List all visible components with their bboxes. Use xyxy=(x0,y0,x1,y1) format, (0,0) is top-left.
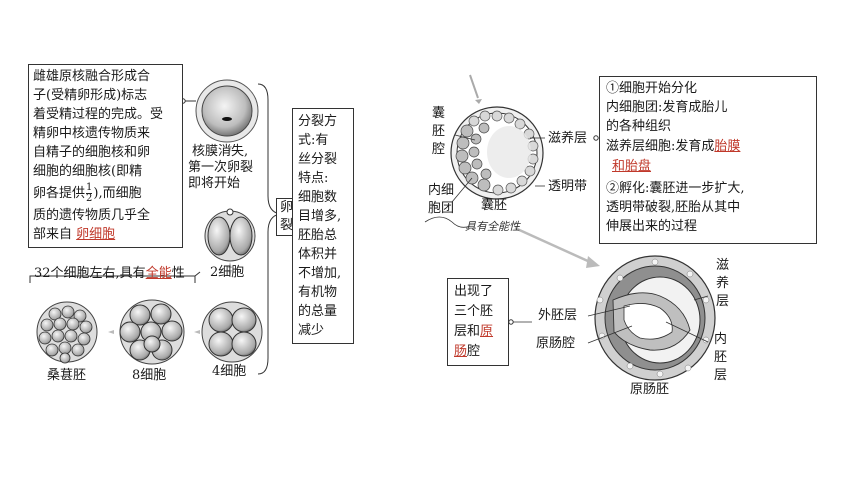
answer-fetal-membrane: 胎膜 xyxy=(714,139,741,154)
label-endoderm-1: 内 xyxy=(714,332,728,347)
label-4-cell: 4细胞 xyxy=(212,364,247,379)
fert-line-7b: ),而细胞 xyxy=(93,186,142,201)
gastrula-drawing xyxy=(594,255,716,381)
totipotent-note: 32个细胞左右,具有全能性 xyxy=(34,266,185,281)
label-8-cell: 8细胞 xyxy=(132,368,167,383)
label-ectoderm: 外胚层 xyxy=(538,308,578,323)
four-cell-embryo xyxy=(201,301,263,363)
nucleus-note-1: 核膜消失, xyxy=(192,144,249,159)
answer-totipotency: 全能 xyxy=(145,266,172,281)
fert-line-1: 雌雄原核融合形成合 xyxy=(33,69,151,84)
handwriting-stroke xyxy=(424,216,471,228)
label-blastocyst: 囊胚 xyxy=(481,198,508,213)
fert-line-4: 精卵中核遗传物质来 xyxy=(33,126,151,141)
label-blastocoel-3: 腔 xyxy=(432,142,446,157)
label-troph-g-1: 滋 xyxy=(716,258,730,273)
morula-bracket xyxy=(29,275,196,283)
cleavage-tag: 卵裂 xyxy=(276,198,296,236)
label-blastocoel-1: 囊 xyxy=(432,106,446,121)
label-troph-g-2: 养 xyxy=(716,276,730,291)
nucleus-note-2: 第一次卵裂 xyxy=(188,160,254,175)
label-endoderm-3: 层 xyxy=(714,368,728,383)
fert-line-7a: 卵各提供 xyxy=(33,186,86,201)
eight-cell-embryo xyxy=(119,299,185,365)
label-troph-g-3: 层 xyxy=(716,294,730,309)
cleavage-box: 分裂方 式:有 丝分裂 特点: 细胞数 目增多, 胚胎总 体积并 不增加, 有机… xyxy=(292,108,354,344)
fert-line-5: 自精子的细胞核和卵 xyxy=(33,145,151,160)
answer-yuan: 原 xyxy=(480,324,494,339)
nucleus-note-3: 即将开始 xyxy=(188,176,241,191)
label-gastrula: 原肠胚 xyxy=(630,382,670,397)
cleavage-arrows xyxy=(108,146,232,334)
label-2-cell: 2细胞 xyxy=(210,265,245,280)
blastocyst-leaders xyxy=(451,134,545,203)
handwriting-note: 具有全能性 xyxy=(465,220,520,233)
fertilization-box: 雌雄原核融合形成合 子(受精卵形成)标志 着受精过程的完成。受 精卵中核遗传物质… xyxy=(28,64,183,248)
fert-line-2: 子(受精卵形成)标志 xyxy=(33,88,148,103)
differentiation-box: ①细胞开始分化 内细胞团:发育成胎儿 的各种组织 滋养层细胞:发育成胎膜 和胎盘… xyxy=(599,76,817,244)
gastrula-box: 出现了 三个胚 层和原 肠腔 xyxy=(447,278,509,366)
fert-line-3: 着受精过程的完成。受 xyxy=(33,107,164,122)
label-inner-mass-2: 胞团 xyxy=(428,201,455,216)
fert-line-6: 细胞的细胞核(即精 xyxy=(33,164,143,179)
answer-chang: 肠 xyxy=(454,344,468,359)
answer-egg-cell: 卵细胞 xyxy=(76,227,116,242)
fert-line-8: 质的遗传物质几乎全 xyxy=(33,208,151,223)
zygote-cell xyxy=(195,79,259,143)
label-inner-mass-1: 内细 xyxy=(428,183,455,198)
label-zona: 透明带 xyxy=(548,179,588,194)
blastocyst-drawing xyxy=(450,106,544,200)
label-blastocoel-2: 胚 xyxy=(432,124,446,139)
label-trophoblast: 滋养层 xyxy=(548,131,588,146)
gastrula-leaders xyxy=(587,295,709,344)
label-endoderm-2: 胚 xyxy=(714,350,728,365)
morula-embryo xyxy=(36,301,98,364)
label-morula: 桑葚胚 xyxy=(47,368,87,383)
two-cell-embryo xyxy=(204,208,256,262)
fert-line-9: 部来自 卵细胞 xyxy=(33,227,116,242)
answer-placenta: 和胎盘 xyxy=(612,159,652,174)
label-archenteron: 原肠腔 xyxy=(536,336,576,351)
